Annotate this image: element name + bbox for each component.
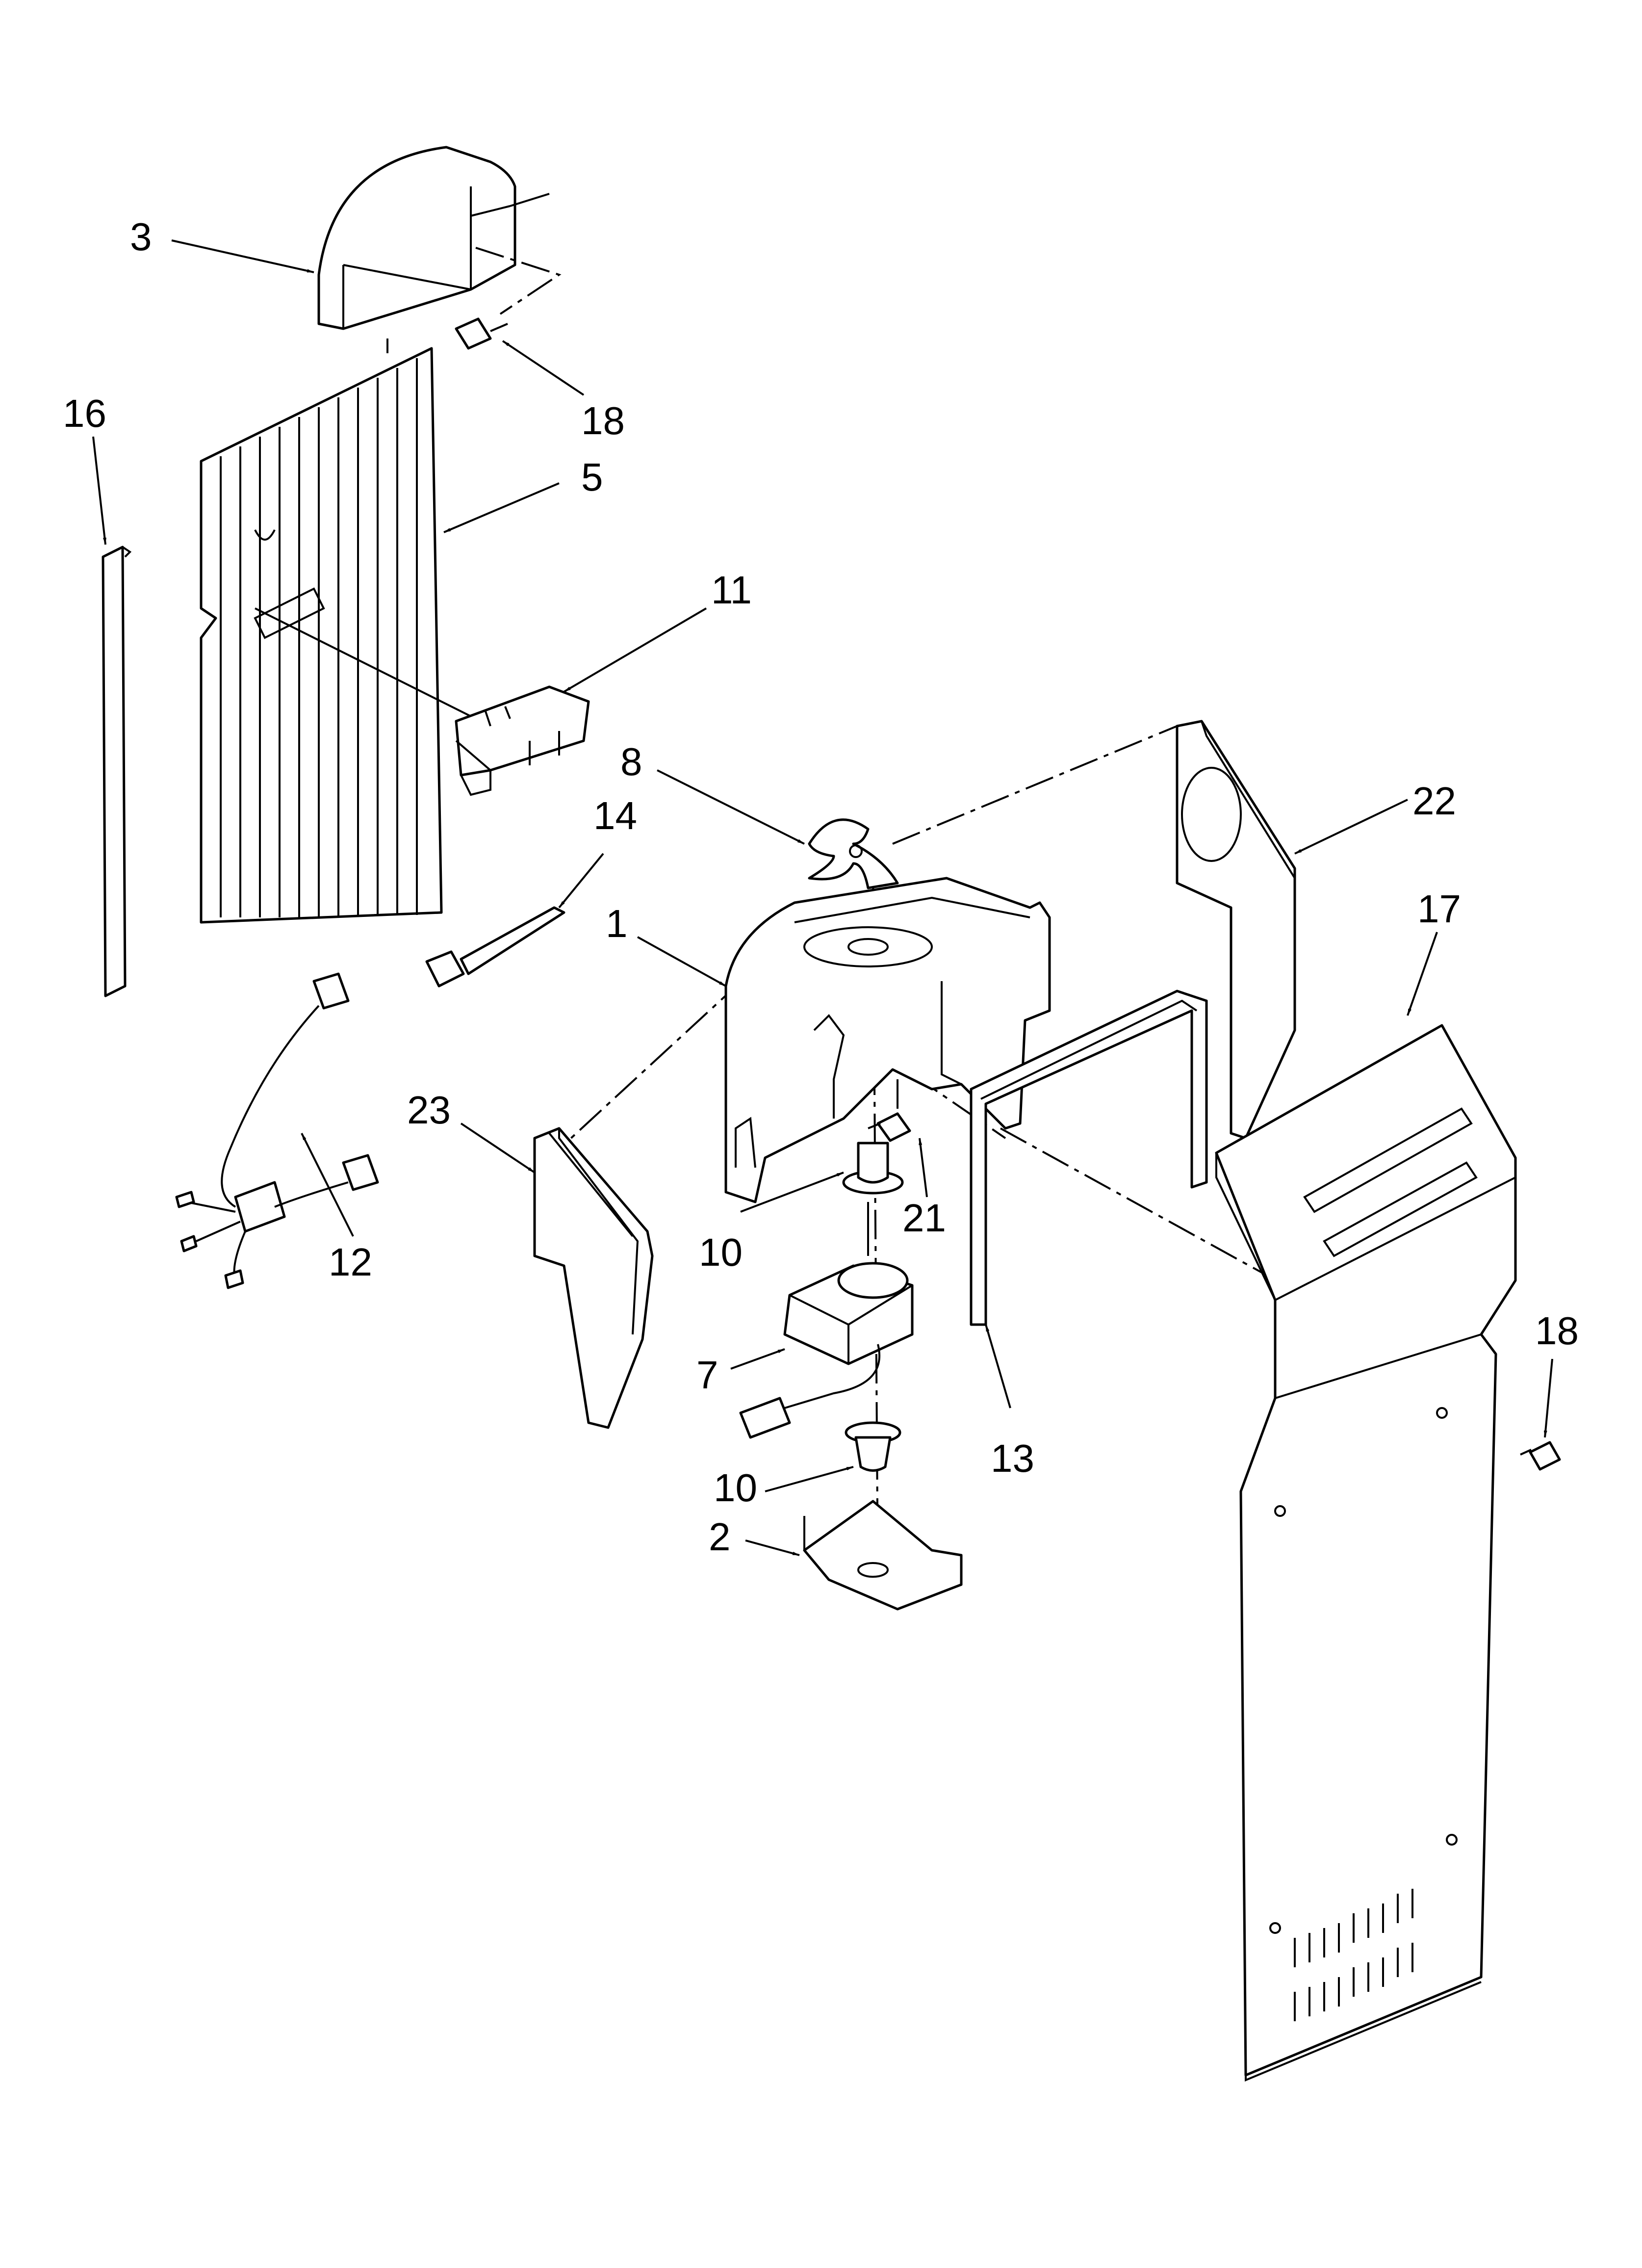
part-7-fan-motor	[739, 1202, 914, 1439]
callout-17: 17	[1417, 887, 1461, 931]
part-17-air-duct	[1215, 1024, 1517, 2082]
part-3-duct-cover	[317, 146, 550, 330]
part-10-grommet-lower	[845, 1421, 901, 1472]
part-21-screw	[868, 1112, 911, 1142]
callout-13: 13	[991, 1436, 1034, 1480]
callout-10-upper: 10	[699, 1230, 743, 1274]
callout-11: 11	[711, 568, 752, 612]
callout-1: 1	[606, 902, 628, 945]
part-2-motor-bracket	[803, 1500, 963, 1611]
part-10-grommet-upper	[842, 1142, 904, 1195]
callout-5: 5	[581, 455, 603, 499]
part-8-fan-blade	[808, 818, 899, 889]
part-18-screw-top	[455, 317, 508, 350]
callout-18-top: 18	[581, 399, 625, 443]
part-23-side-panel	[533, 1127, 654, 1429]
callout-23: 23	[407, 1088, 451, 1132]
callout-14: 14	[593, 794, 637, 837]
part-18-screw-right	[1520, 1441, 1561, 1471]
callout-labels: 3 18 16 5 11 8 14 1 22 17 23 12 10 21 7 …	[63, 215, 1579, 1559]
part-16-strip	[102, 546, 132, 997]
callout-12: 12	[329, 1240, 372, 1284]
leader-lines	[92, 239, 1553, 1556]
part-11-bracket	[255, 607, 590, 796]
callout-21: 21	[902, 1196, 946, 1240]
part-14-cable-tie	[425, 906, 565, 988]
callout-7: 7	[696, 1353, 718, 1397]
callout-18-right: 18	[1535, 1309, 1579, 1353]
part-13-gasket	[970, 990, 1208, 1326]
callout-2: 2	[709, 1515, 731, 1559]
callout-3: 3	[130, 215, 152, 259]
callout-16: 16	[63, 391, 106, 435]
part-1-fan-shroud	[724, 877, 1051, 1203]
callout-8: 8	[620, 740, 642, 783]
callout-22: 22	[1412, 779, 1456, 823]
callout-10-lower: 10	[714, 1466, 757, 1510]
part-5-evaporator-cover	[200, 347, 443, 924]
part-12-wire-harness	[175, 972, 379, 1289]
